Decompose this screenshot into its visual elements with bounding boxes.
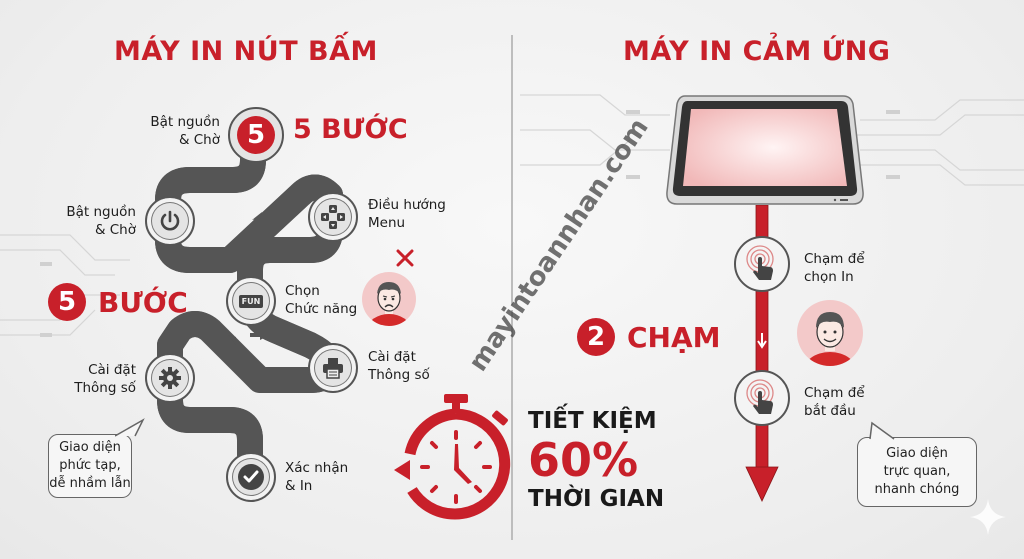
right-bubble-tail — [869, 421, 895, 440]
dpad-icon — [321, 205, 345, 229]
step-1-label: Bật nguồn & Chờ — [150, 114, 220, 148]
touch-step-2-node — [734, 370, 790, 426]
touch-count-badge: 2 — [577, 318, 615, 356]
touch-count-label: CHẠM — [627, 320, 721, 354]
step-confirm-node — [226, 452, 276, 502]
step-count-label: 5 BƯỚC — [293, 114, 408, 145]
printer-icon — [323, 358, 343, 379]
happy-avatar — [797, 300, 863, 366]
step-menu-node — [308, 192, 358, 242]
touch-tablet-icon — [666, 95, 864, 205]
left-bubble-tail — [115, 418, 145, 437]
touch-step-2-label: Chạm để bắt đầu — [804, 385, 865, 419]
gear-icon — [159, 367, 181, 389]
tap-hand-icon — [746, 379, 774, 414]
fun-key-icon: FUN — [238, 294, 264, 308]
stat-line-1: TIẾT KIỆM — [528, 408, 657, 434]
stopwatch-icon — [394, 394, 511, 520]
left-note-bubble: Giao diện phức tạp, dễ nhầm lẫn — [48, 434, 132, 498]
center-divider-bottom — [511, 310, 513, 540]
sad-avatar — [362, 272, 416, 326]
step-function-node: FUN — [226, 276, 276, 326]
sad-face-icon — [367, 282, 411, 326]
step-7-label: Xác nhận & In — [285, 460, 349, 494]
step-power-node — [145, 196, 195, 246]
step-3-label: Điều hướng Menu — [368, 197, 446, 231]
side-count-badge: 5 — [48, 283, 86, 321]
step-start-node: 5 — [228, 107, 284, 163]
side-step-count: 5 BƯỚC — [48, 283, 188, 321]
power-icon — [160, 210, 180, 231]
happy-face-icon — [804, 312, 856, 366]
stat-line-3: THỜI GIAN — [528, 486, 665, 512]
sparkle-icon — [970, 499, 1006, 535]
step-count-badge: 5 — [237, 116, 275, 154]
left-title: MÁY IN NÚT BẤM — [114, 36, 378, 67]
savings-stat: TIẾT KIỆM 60% THỜI GIAN — [528, 408, 664, 512]
center-divider-top — [511, 35, 513, 305]
right-title: MÁY IN CẢM ỨNG — [623, 36, 891, 67]
tap-hand-icon — [746, 245, 774, 280]
touch-count: 2 CHẠM — [577, 318, 721, 356]
step-settings-node — [145, 353, 195, 403]
step-2-label: Bật nguồn & Chờ — [66, 204, 136, 238]
right-note-bubble: Giao diện trực quan, nhanh chóng — [857, 437, 977, 507]
touch-step-1-label: Chạm để chọn In — [804, 251, 865, 285]
check-icon — [238, 464, 264, 490]
touch-step-1-node — [734, 236, 790, 292]
step-6-label: Cài đặt Thông số — [74, 362, 136, 396]
step-4-label: Chọn Chức năng — [285, 283, 358, 317]
x-mark-icon — [396, 249, 414, 267]
step-printer-node — [308, 343, 358, 393]
step-5-label: Cài đặt Thông số — [368, 349, 430, 383]
stat-value: 60% — [528, 433, 639, 487]
side-count-label: BƯỚC — [98, 285, 188, 319]
